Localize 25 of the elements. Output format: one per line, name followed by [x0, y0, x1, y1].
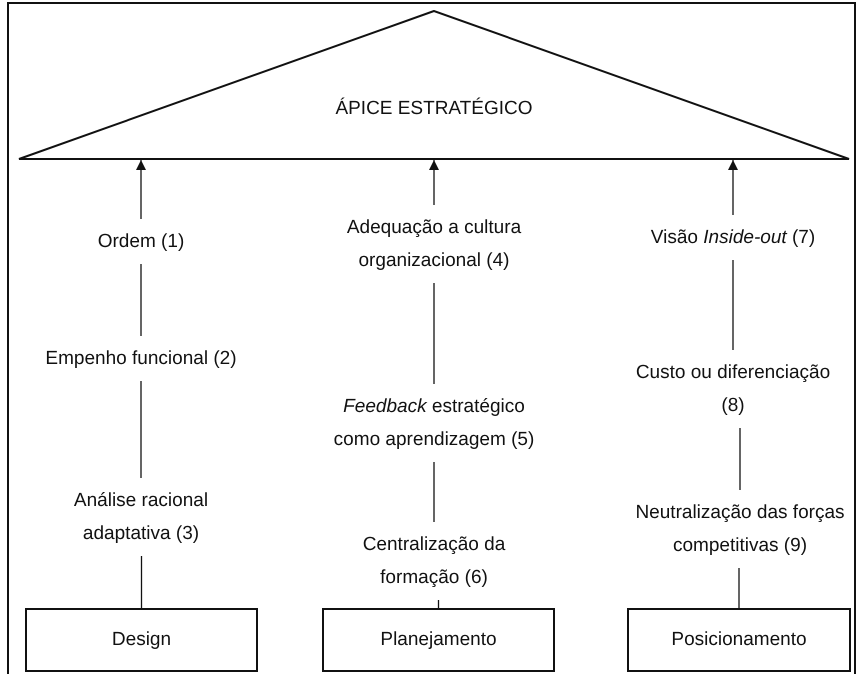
- connector-line: [140, 381, 142, 478]
- arrow: [136, 160, 146, 219]
- attribute-text: Análise racional adaptativa (3): [41, 478, 241, 556]
- attribute-text: Visão Inside-out (7): [633, 215, 833, 260]
- school-box: Posicionamento: [627, 608, 851, 672]
- attribute-text: Custo ou diferenciação (8): [633, 350, 833, 428]
- attribute-text: Adequação a cultura organizacional (4): [346, 205, 522, 283]
- apex-label: ÁPICE ESTRATÉGICO: [334, 98, 534, 120]
- attribute-text: Feedback estratégico como aprendizagem (5): [319, 384, 549, 462]
- connector-line: [739, 428, 741, 490]
- school-box: Design: [25, 608, 258, 672]
- arrow: [728, 160, 738, 215]
- arrow: [429, 160, 439, 205]
- connector-line: [433, 462, 435, 522]
- attribute-text: Ordem (1): [41, 219, 241, 264]
- attribute-text: Centralização da formação (6): [334, 522, 534, 600]
- connector-line: [738, 568, 740, 608]
- connector-line: [732, 260, 734, 350]
- school-box: Planejamento: [322, 608, 555, 672]
- connector-line: [140, 556, 142, 608]
- apex-triangle: [18, 10, 850, 160]
- connector-line: [140, 264, 142, 336]
- attribute-text: Neutralização das forças competitivas (9): [626, 490, 854, 568]
- connector-line: [433, 283, 435, 384]
- attribute-text: Empenho funcional (2): [41, 336, 241, 381]
